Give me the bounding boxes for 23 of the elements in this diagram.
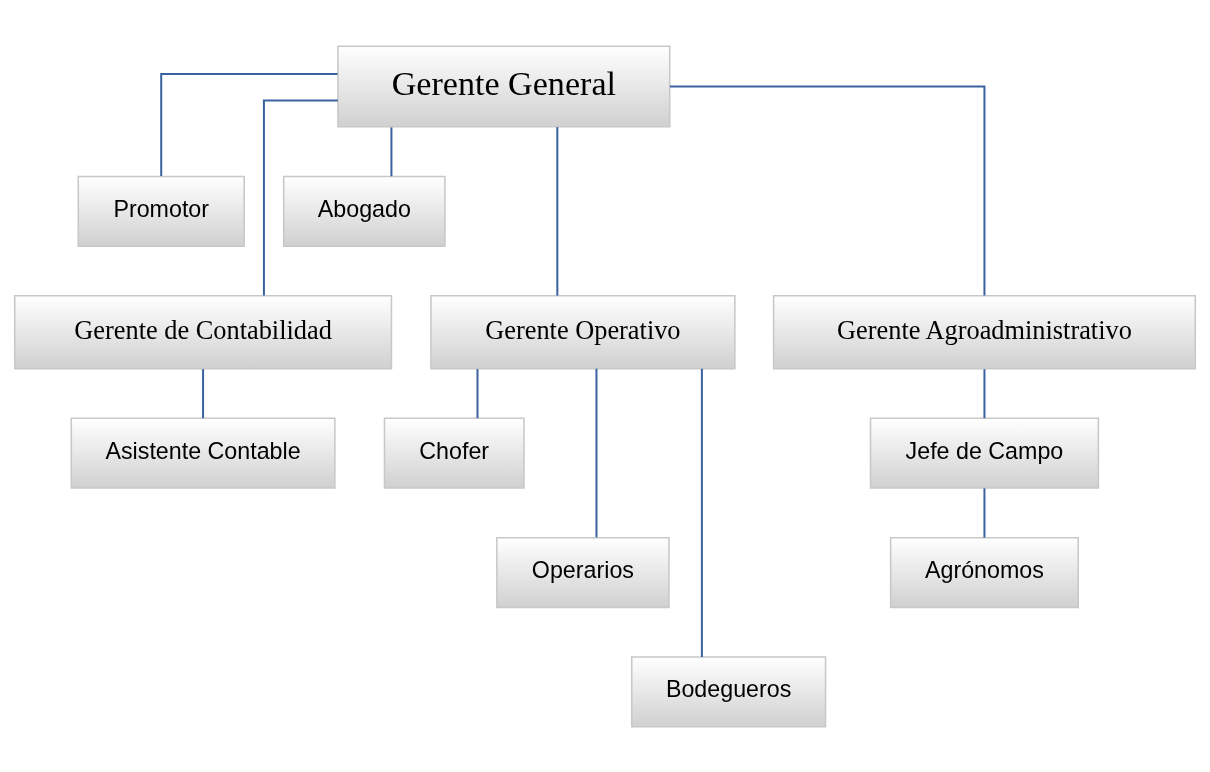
connector bbox=[669, 85, 986, 295]
node-box: Gerente Agroadministrativo bbox=[772, 294, 1197, 369]
connector bbox=[595, 368, 598, 537]
connector bbox=[390, 126, 393, 176]
node-box: Gerente Operativo bbox=[430, 294, 736, 369]
node-box: Operarios bbox=[496, 536, 670, 608]
node-box: Agrónomos bbox=[889, 536, 1079, 608]
node-box: Bodegueros bbox=[630, 655, 827, 728]
connector bbox=[476, 368, 479, 418]
node-box: Gerente General bbox=[337, 44, 671, 128]
connector bbox=[202, 368, 205, 418]
connector bbox=[160, 72, 338, 176]
node-box: Chofer bbox=[383, 417, 525, 489]
connector bbox=[983, 368, 986, 418]
node-box: Promotor bbox=[77, 175, 245, 247]
node-box: Abogado bbox=[282, 175, 446, 247]
node-box: Asistente Contable bbox=[70, 417, 336, 489]
connector bbox=[262, 98, 338, 295]
node-box: Jefe de Campo bbox=[869, 417, 1100, 489]
connector bbox=[700, 368, 703, 657]
connector bbox=[556, 126, 559, 296]
connector bbox=[983, 487, 986, 538]
node-box: Gerente de Contabilidad bbox=[13, 294, 393, 369]
